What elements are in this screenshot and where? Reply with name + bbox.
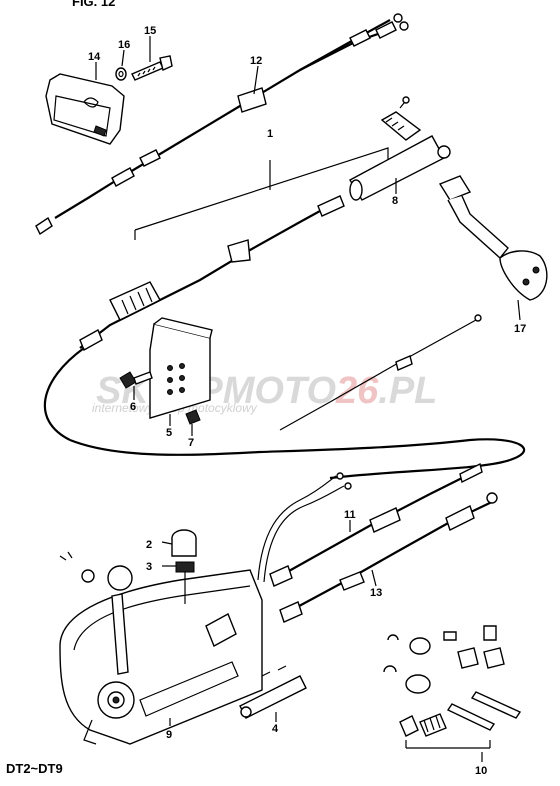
part-7-nut — [185, 409, 201, 425]
part-17-arm — [438, 175, 548, 301]
part-1-cable — [43, 195, 525, 480]
callout-6: 6 — [130, 401, 136, 413]
part-3-nut — [175, 561, 195, 604]
callout-16: 16 — [118, 39, 130, 51]
callout-1: 1 — [267, 128, 273, 140]
part-4-lever — [239, 665, 307, 719]
callout-12: 12 — [250, 55, 262, 67]
part-1-bracket — [134, 147, 389, 240]
callout-17: 17 — [514, 323, 526, 335]
part-12-cable — [35, 13, 409, 236]
callout-13: 13 — [370, 587, 382, 599]
cable-wire-end — [279, 314, 482, 431]
part-6-bolt — [119, 371, 153, 389]
callout-10: 10 — [475, 765, 487, 777]
callout-7: 7 — [188, 437, 194, 449]
part-8-shaft — [349, 96, 451, 201]
part-2-switch — [171, 529, 197, 557]
callout-11: 11 — [344, 509, 356, 521]
leader-lines — [95, 36, 521, 762]
callout-2: 2 — [146, 539, 152, 551]
watermark-brand-d: .PL — [378, 370, 437, 412]
watermark-brand-b: MOTO — [223, 370, 336, 412]
callout-8: 8 — [392, 195, 398, 207]
harness-wires — [257, 472, 352, 583]
figure-title: FIG. 12 — [72, 0, 115, 9]
callout-3: 3 — [146, 561, 152, 573]
callout-14: 14 — [88, 51, 101, 63]
part-5-plate — [149, 317, 213, 419]
part-16-washer — [115, 67, 127, 81]
callout-15: 15 — [144, 25, 156, 37]
part-10-hardware — [383, 625, 522, 749]
callout-5: 5 — [166, 427, 172, 439]
part-14-cover — [45, 73, 125, 145]
callout-4: 4 — [272, 723, 279, 735]
part-9-control-box — [59, 565, 263, 745]
watermark-brand-c: 26 — [335, 370, 379, 412]
clips-left — [59, 551, 95, 583]
callout-9: 9 — [166, 729, 172, 741]
part-11-cable — [269, 462, 483, 587]
part-13-cable — [279, 492, 498, 623]
part-15-bolt — [131, 55, 173, 81]
model-label: DT2~DT9 — [6, 761, 63, 776]
callouts: 1 2 3 4 5 6 7 8 9 10 11 12 13 14 15 16 1… — [88, 25, 526, 777]
